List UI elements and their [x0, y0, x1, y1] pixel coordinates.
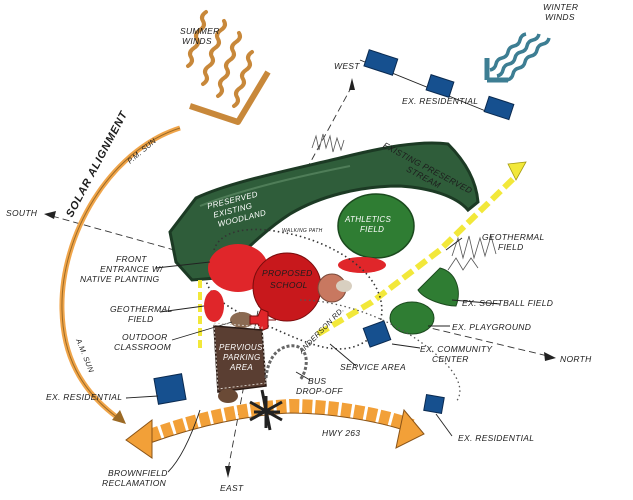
hwy-263 [125, 398, 425, 459]
solar-arc [59, 125, 181, 424]
outdoor-classroom-label: OUTDOOR CLASSROOM [114, 332, 172, 352]
proposed-school-label: PROPOSED SCHOOL [262, 268, 315, 290]
brownfield-label: BROWNFIELD RECLAMATION [102, 468, 170, 488]
parking-island [218, 389, 238, 403]
hwy-263-label: HWY 263 [322, 428, 360, 438]
playground [389, 301, 435, 335]
anderson-road [316, 175, 517, 337]
ex-residential-left-label: EX. RESIDENTIAL [46, 392, 122, 402]
outdoor-classroom-icon [249, 308, 276, 332]
winter-winds-label: WINTER WINDS [543, 2, 581, 22]
ex-residential-top-label: EX. RESIDENTIAL [402, 96, 478, 106]
pm-sun-label: P.M. SUN [126, 136, 159, 165]
community-path [299, 299, 461, 403]
bus-dropoff-loop [264, 344, 308, 381]
walking-path-label: WALKING PATH [282, 228, 323, 234]
highway-interchange-icon [249, 389, 283, 431]
softball-field [417, 267, 459, 307]
stream-scribble [311, 133, 345, 153]
geothermal-scribble [447, 234, 497, 271]
pervious-parking-label: PERVIOUS PARKING AREA [219, 343, 265, 372]
outdoor-classroom-area [230, 312, 254, 328]
pervious-parking-area [213, 325, 267, 393]
community-center-building [362, 320, 392, 348]
geothermal-field-left [204, 290, 224, 322]
ex-community-center-label: EX. COMMUNITY CENTER [420, 344, 495, 364]
bus-dropoff-label: BUS DROP-OFF [296, 376, 343, 396]
geothermal-field-right-label: GEOTHERMAL FIELD [482, 232, 547, 252]
summer-winds-label: SUMMER WINDS [180, 26, 222, 46]
north-label: NORTH [560, 354, 592, 364]
service-area-label: SERVICE AREA [340, 362, 406, 372]
front-entrance-planting [208, 244, 268, 292]
athletics-field-label: ATHLETICS FIELD [344, 215, 394, 234]
east-label: EAST [220, 483, 244, 493]
winter-winds-symbol [484, 32, 551, 83]
ex-residential-bottom-label: EX. RESIDENTIAL [458, 433, 534, 443]
athletics-field [337, 193, 415, 259]
ex-softball-field-label: EX. SOFTBALL FIELD [462, 298, 553, 308]
summer-winds-symbol [186, 10, 271, 125]
residential-bottom [423, 393, 453, 437]
road-arrow-north [507, 161, 527, 181]
woodland-texture [199, 165, 351, 207]
courtyard [336, 280, 352, 292]
ex-playground-label: EX. PLAYGROUND [452, 322, 531, 332]
front-entrance-label: FRONT ENTRANCE W/ NATIVE PLANTING [80, 254, 165, 284]
west-label: WEST [334, 61, 360, 71]
geothermal-field-left-label: GEOTHERMAL FIELD [110, 304, 175, 324]
residential-top [359, 49, 515, 121]
south-label: SOUTH [6, 208, 38, 218]
geothermal-field-right [338, 257, 386, 273]
residential-left [125, 373, 187, 405]
